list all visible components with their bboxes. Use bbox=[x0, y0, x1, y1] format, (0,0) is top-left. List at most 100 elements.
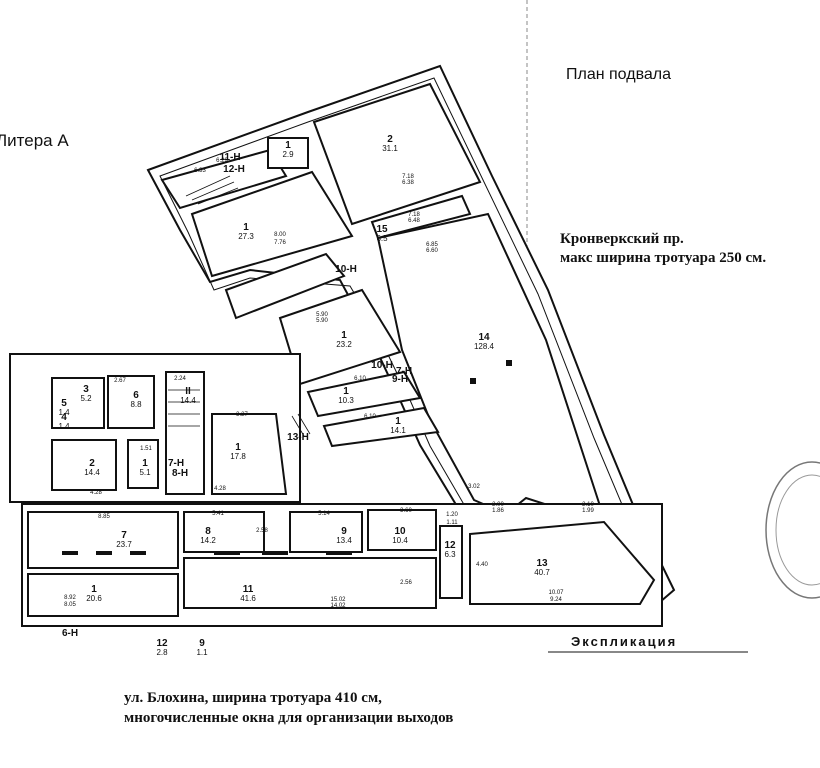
room-area: 23.7 bbox=[116, 540, 132, 549]
room-area: 1.4 bbox=[58, 422, 70, 431]
unit-label: 10-Н bbox=[371, 360, 393, 371]
room-number: 1 bbox=[235, 442, 241, 453]
dimension-label: 6.48 bbox=[408, 218, 420, 224]
room-7-outline bbox=[27, 511, 179, 569]
room-number: 1 bbox=[395, 416, 401, 427]
dimension-label: 2.10 bbox=[582, 502, 594, 508]
room-area: 31.1 bbox=[382, 144, 398, 153]
room-area: 14.2 bbox=[200, 536, 216, 545]
dimension-label: 6.10 bbox=[354, 376, 366, 382]
dimension-label: 15.02 bbox=[330, 597, 346, 603]
room-area: 8.8 bbox=[130, 400, 142, 409]
dimension-label: 6.10 bbox=[364, 414, 376, 420]
dimension-label: 3.60 bbox=[400, 508, 412, 514]
room-area: 17.8 bbox=[230, 452, 246, 461]
dimension-label: 5.41 bbox=[212, 511, 224, 517]
room-1-top-outline bbox=[190, 170, 354, 278]
dimension-label: 1.11 bbox=[446, 520, 458, 526]
room-number: 7 bbox=[121, 530, 127, 541]
room-labels-layer: 12.9231.1127.3156.514128.4123.2110.3114.… bbox=[58, 134, 550, 657]
room-11-outline bbox=[183, 557, 437, 609]
room-number: 9 bbox=[199, 638, 205, 649]
room-area: 10.3 bbox=[338, 396, 354, 405]
dimension-label: 6.33 bbox=[194, 168, 206, 174]
room-area: 1.1 bbox=[196, 648, 208, 657]
room-number: 1 bbox=[341, 330, 347, 341]
room-area: 20.6 bbox=[86, 594, 102, 603]
dimension-label: 1.20 bbox=[446, 512, 458, 518]
dimension-label: 2.56 bbox=[400, 580, 412, 586]
unit-label: 7-Н bbox=[396, 366, 412, 377]
room-1-5-outline bbox=[127, 439, 159, 489]
room-area: 40.7 bbox=[534, 568, 550, 577]
unit-label: 7-Н bbox=[168, 458, 184, 469]
room-number: 1 bbox=[142, 458, 148, 469]
dimension-label: 4.28 bbox=[90, 490, 102, 496]
dimension-label: 6.29 bbox=[216, 158, 228, 164]
dimension-label: 1.86 bbox=[492, 508, 504, 514]
room-area: 27.3 bbox=[238, 232, 254, 241]
street-top-line1: Кронверкский пр. bbox=[560, 231, 684, 247]
room-area: 6.5 bbox=[376, 234, 388, 243]
room-number: 9 bbox=[341, 526, 347, 537]
dimension-label: 7.18 bbox=[402, 174, 414, 180]
dimension-label: 1.99 bbox=[582, 508, 594, 514]
room-area: 5.1 bbox=[139, 468, 151, 477]
dimension-label: 6.60 bbox=[426, 248, 438, 254]
dimension-label: 2.67 bbox=[114, 378, 126, 384]
room-1-17-outline bbox=[211, 413, 288, 495]
room-number: 4 bbox=[61, 412, 67, 423]
street-bottom-line2: многочисленные окна для организации выхо… bbox=[124, 710, 454, 726]
unit-label: 9-Н bbox=[392, 374, 408, 385]
dimension-label: 3.02 bbox=[468, 484, 480, 490]
dimension-label: 6.85 bbox=[426, 242, 438, 248]
dimension-label: 8.00 bbox=[274, 232, 286, 238]
room-9-outline bbox=[289, 511, 363, 553]
room-number: 13 bbox=[536, 558, 548, 569]
room-10-3-outline bbox=[306, 370, 422, 418]
plan-title: План подвала bbox=[566, 66, 672, 83]
room-number: 5 bbox=[61, 398, 67, 409]
room-15-outline bbox=[370, 194, 472, 240]
dimension-labels-layer: 6.296.338.007.767.186.387.186.486.856.60… bbox=[64, 158, 594, 609]
room-number: 11 bbox=[243, 584, 254, 595]
dimension-label: 8.85 bbox=[98, 514, 110, 520]
room-area: 128.4 bbox=[474, 342, 495, 351]
room-number: 12 bbox=[444, 540, 456, 551]
dimension-label: 1.51 bbox=[140, 446, 152, 452]
dimension-label: 4.28 bbox=[214, 486, 226, 492]
room-3-outline bbox=[51, 377, 105, 429]
room-6-outline bbox=[107, 375, 155, 429]
seal-stamp bbox=[765, 461, 820, 599]
dimension-label: 6.38 bbox=[402, 180, 414, 186]
room-number: 1 bbox=[243, 222, 249, 233]
room-number: 14 bbox=[478, 332, 490, 343]
street-bottom-line1: ул. Блохина, ширина тротуара 410 см, bbox=[124, 690, 382, 706]
unit-label: 8-Н bbox=[172, 468, 188, 479]
unit-label: 11-Н bbox=[219, 152, 240, 163]
room-number: 2 bbox=[89, 458, 95, 469]
room-13-outline bbox=[469, 520, 656, 605]
room-number: 10 bbox=[394, 526, 406, 537]
corridor-10h-outline bbox=[224, 252, 346, 320]
dimension-label: 14.02 bbox=[330, 603, 346, 609]
room-area: 5.2 bbox=[80, 394, 92, 403]
room-area: 23.2 bbox=[336, 340, 352, 349]
room-area: 1.4 bbox=[58, 408, 70, 417]
room-number: 1 bbox=[343, 386, 349, 397]
unit-label: 13-Н bbox=[287, 432, 309, 443]
dimension-label: 5.14 bbox=[318, 511, 330, 517]
room-8-outline bbox=[183, 511, 265, 553]
room-2-14-outline bbox=[51, 439, 117, 491]
room-number: 6 bbox=[133, 390, 139, 401]
unit-label: 12-Н bbox=[223, 164, 245, 175]
room-area: 14.4 bbox=[180, 396, 196, 405]
room-area: 2.8 bbox=[156, 648, 168, 657]
stair-hatching bbox=[168, 175, 311, 437]
dimension-label: 5.90 bbox=[316, 312, 328, 318]
columns bbox=[62, 360, 512, 555]
room-area: 10.4 bbox=[392, 536, 408, 545]
unit-labels-layer: 11-Н12-Н10-Н10-Н9-Н7-Н7-Н8-Н13-Н6-Н bbox=[62, 152, 412, 639]
room-number: II bbox=[185, 386, 191, 397]
